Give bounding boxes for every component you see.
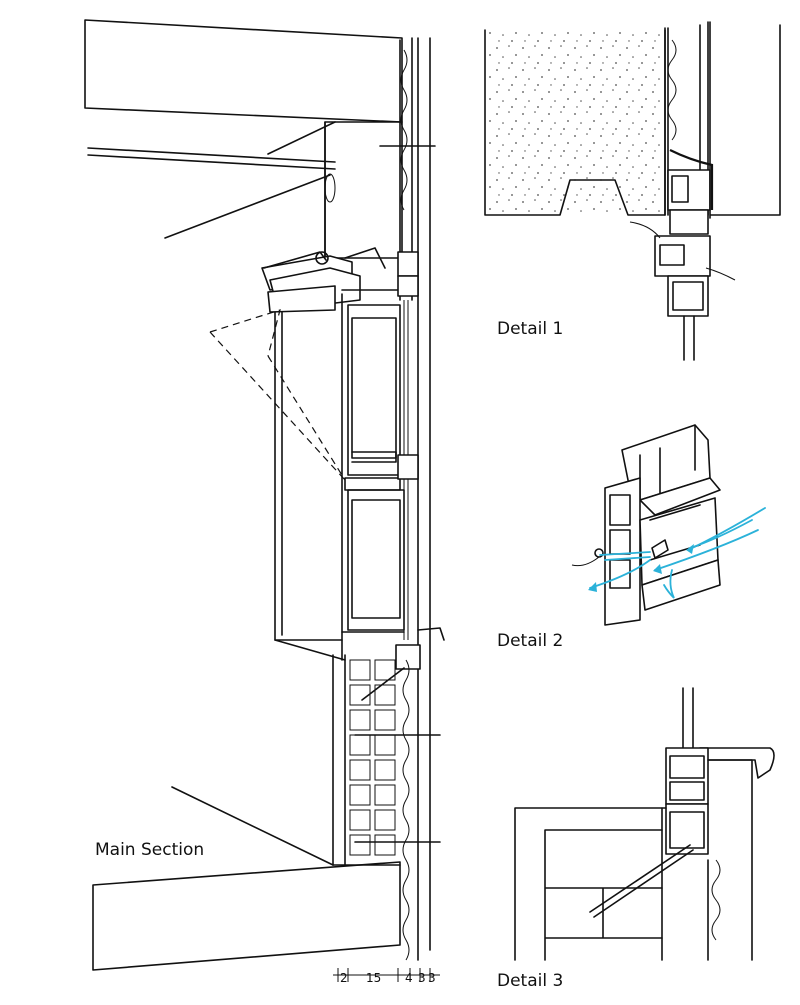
dimension-line (333, 968, 440, 982)
detail-3-drawing (514, 687, 775, 961)
detail-1-label: Detail 1 (497, 319, 564, 339)
detail-2-drawing (571, 424, 766, 626)
bottom-concrete-slab (92, 786, 401, 971)
frame-profiles (395, 251, 445, 670)
sunshade-dashed-lines (209, 309, 346, 481)
airflow-arrows (588, 507, 766, 599)
detail-1-drawing (484, 21, 781, 361)
cladding-strip (379, 37, 436, 961)
main-section-label: Main Section (95, 840, 205, 860)
upper-wall-block (324, 121, 403, 259)
dimension-label: 15 (366, 971, 382, 985)
window-frame (274, 289, 409, 661)
blind-housing (261, 247, 386, 313)
ceiling-beam (87, 121, 336, 170)
detail-2-label: Detail 2 (497, 631, 564, 651)
main-section-drawing (84, 19, 445, 982)
top-concrete-slab (84, 19, 403, 123)
dimension-label: 3 (418, 971, 426, 985)
lower-wall-blocks (332, 654, 441, 961)
dimension-label: 3 (428, 971, 436, 985)
dimension-label: 4 (405, 971, 413, 985)
dimension-label: 2 (340, 971, 348, 985)
detail-3-label: Detail 3 (497, 971, 564, 991)
